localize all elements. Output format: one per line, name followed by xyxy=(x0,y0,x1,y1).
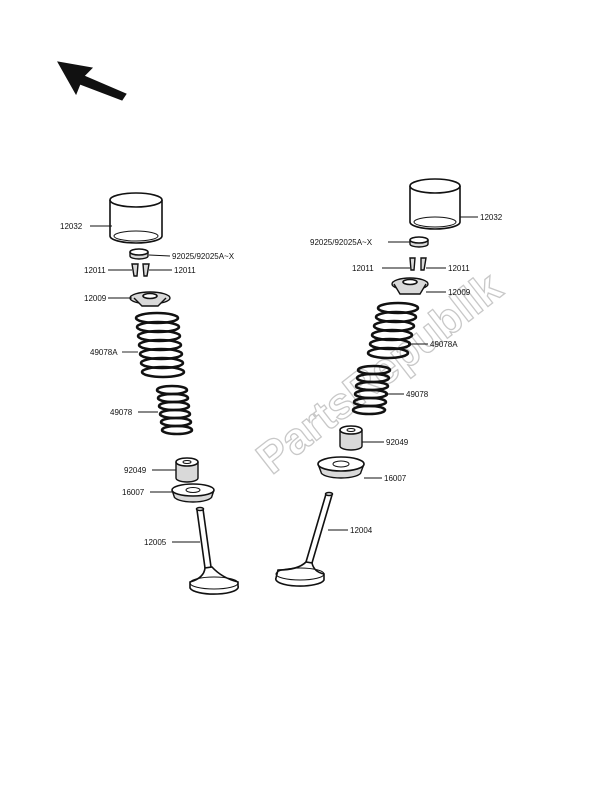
left-label-cotter-right: 12011 xyxy=(174,266,196,275)
right-label-tappet: 12032 xyxy=(480,213,503,222)
right-spring-outer xyxy=(366,301,420,360)
left-spring-inner xyxy=(155,384,194,436)
right-label-seat: 16007 xyxy=(384,474,407,483)
left-label-cotter-left: 12011 xyxy=(84,266,106,275)
right-label-spring-inner: 49078 xyxy=(406,390,429,399)
front-arrow-icon xyxy=(57,61,127,101)
left-label-seal: 92049 xyxy=(124,466,147,475)
right-label-shim: 92025/92025A~X xyxy=(310,238,373,247)
left-label-shim: 92025/92025A~X xyxy=(172,252,235,261)
right-tappet xyxy=(409,178,461,230)
right-label-spring-outer: 49078A xyxy=(430,340,458,349)
right-label-cotter-right: 12011 xyxy=(448,264,470,273)
right-assembly: 12032 92025/92025A~X 12011 12011 12009 4… xyxy=(274,178,503,587)
left-leader-lines xyxy=(90,225,200,543)
right-valve xyxy=(274,491,334,587)
right-seat xyxy=(317,456,365,479)
left-cotters xyxy=(131,263,150,277)
right-label-retainer: 12009 xyxy=(448,288,471,297)
right-label-cotter-left: 12011 xyxy=(352,264,374,273)
left-valve xyxy=(189,506,240,595)
right-seal xyxy=(339,425,363,451)
right-shim xyxy=(409,236,429,248)
right-retainer xyxy=(391,277,429,295)
right-leader-lines xyxy=(328,216,478,531)
left-tappet xyxy=(109,192,163,244)
right-label-valve: 12004 xyxy=(350,526,373,535)
left-assembly: 12032 92025/92025A~X 12011 12011 12009 4… xyxy=(60,192,240,595)
left-spring-outer xyxy=(134,311,186,379)
left-shim xyxy=(129,248,149,260)
left-label-spring-outer: 49078A xyxy=(90,348,118,357)
left-retainer xyxy=(129,291,171,307)
right-cotters xyxy=(409,257,427,271)
left-label-tappet: 12032 xyxy=(60,222,83,231)
left-label-spring-inner: 49078 xyxy=(110,408,133,417)
left-label-valve: 12005 xyxy=(144,538,167,547)
left-label-seat: 16007 xyxy=(122,488,145,497)
left-seat xyxy=(171,483,215,503)
right-label-seal: 92049 xyxy=(386,438,409,447)
left-seal xyxy=(175,457,199,483)
left-label-retainer: 12009 xyxy=(84,294,107,303)
